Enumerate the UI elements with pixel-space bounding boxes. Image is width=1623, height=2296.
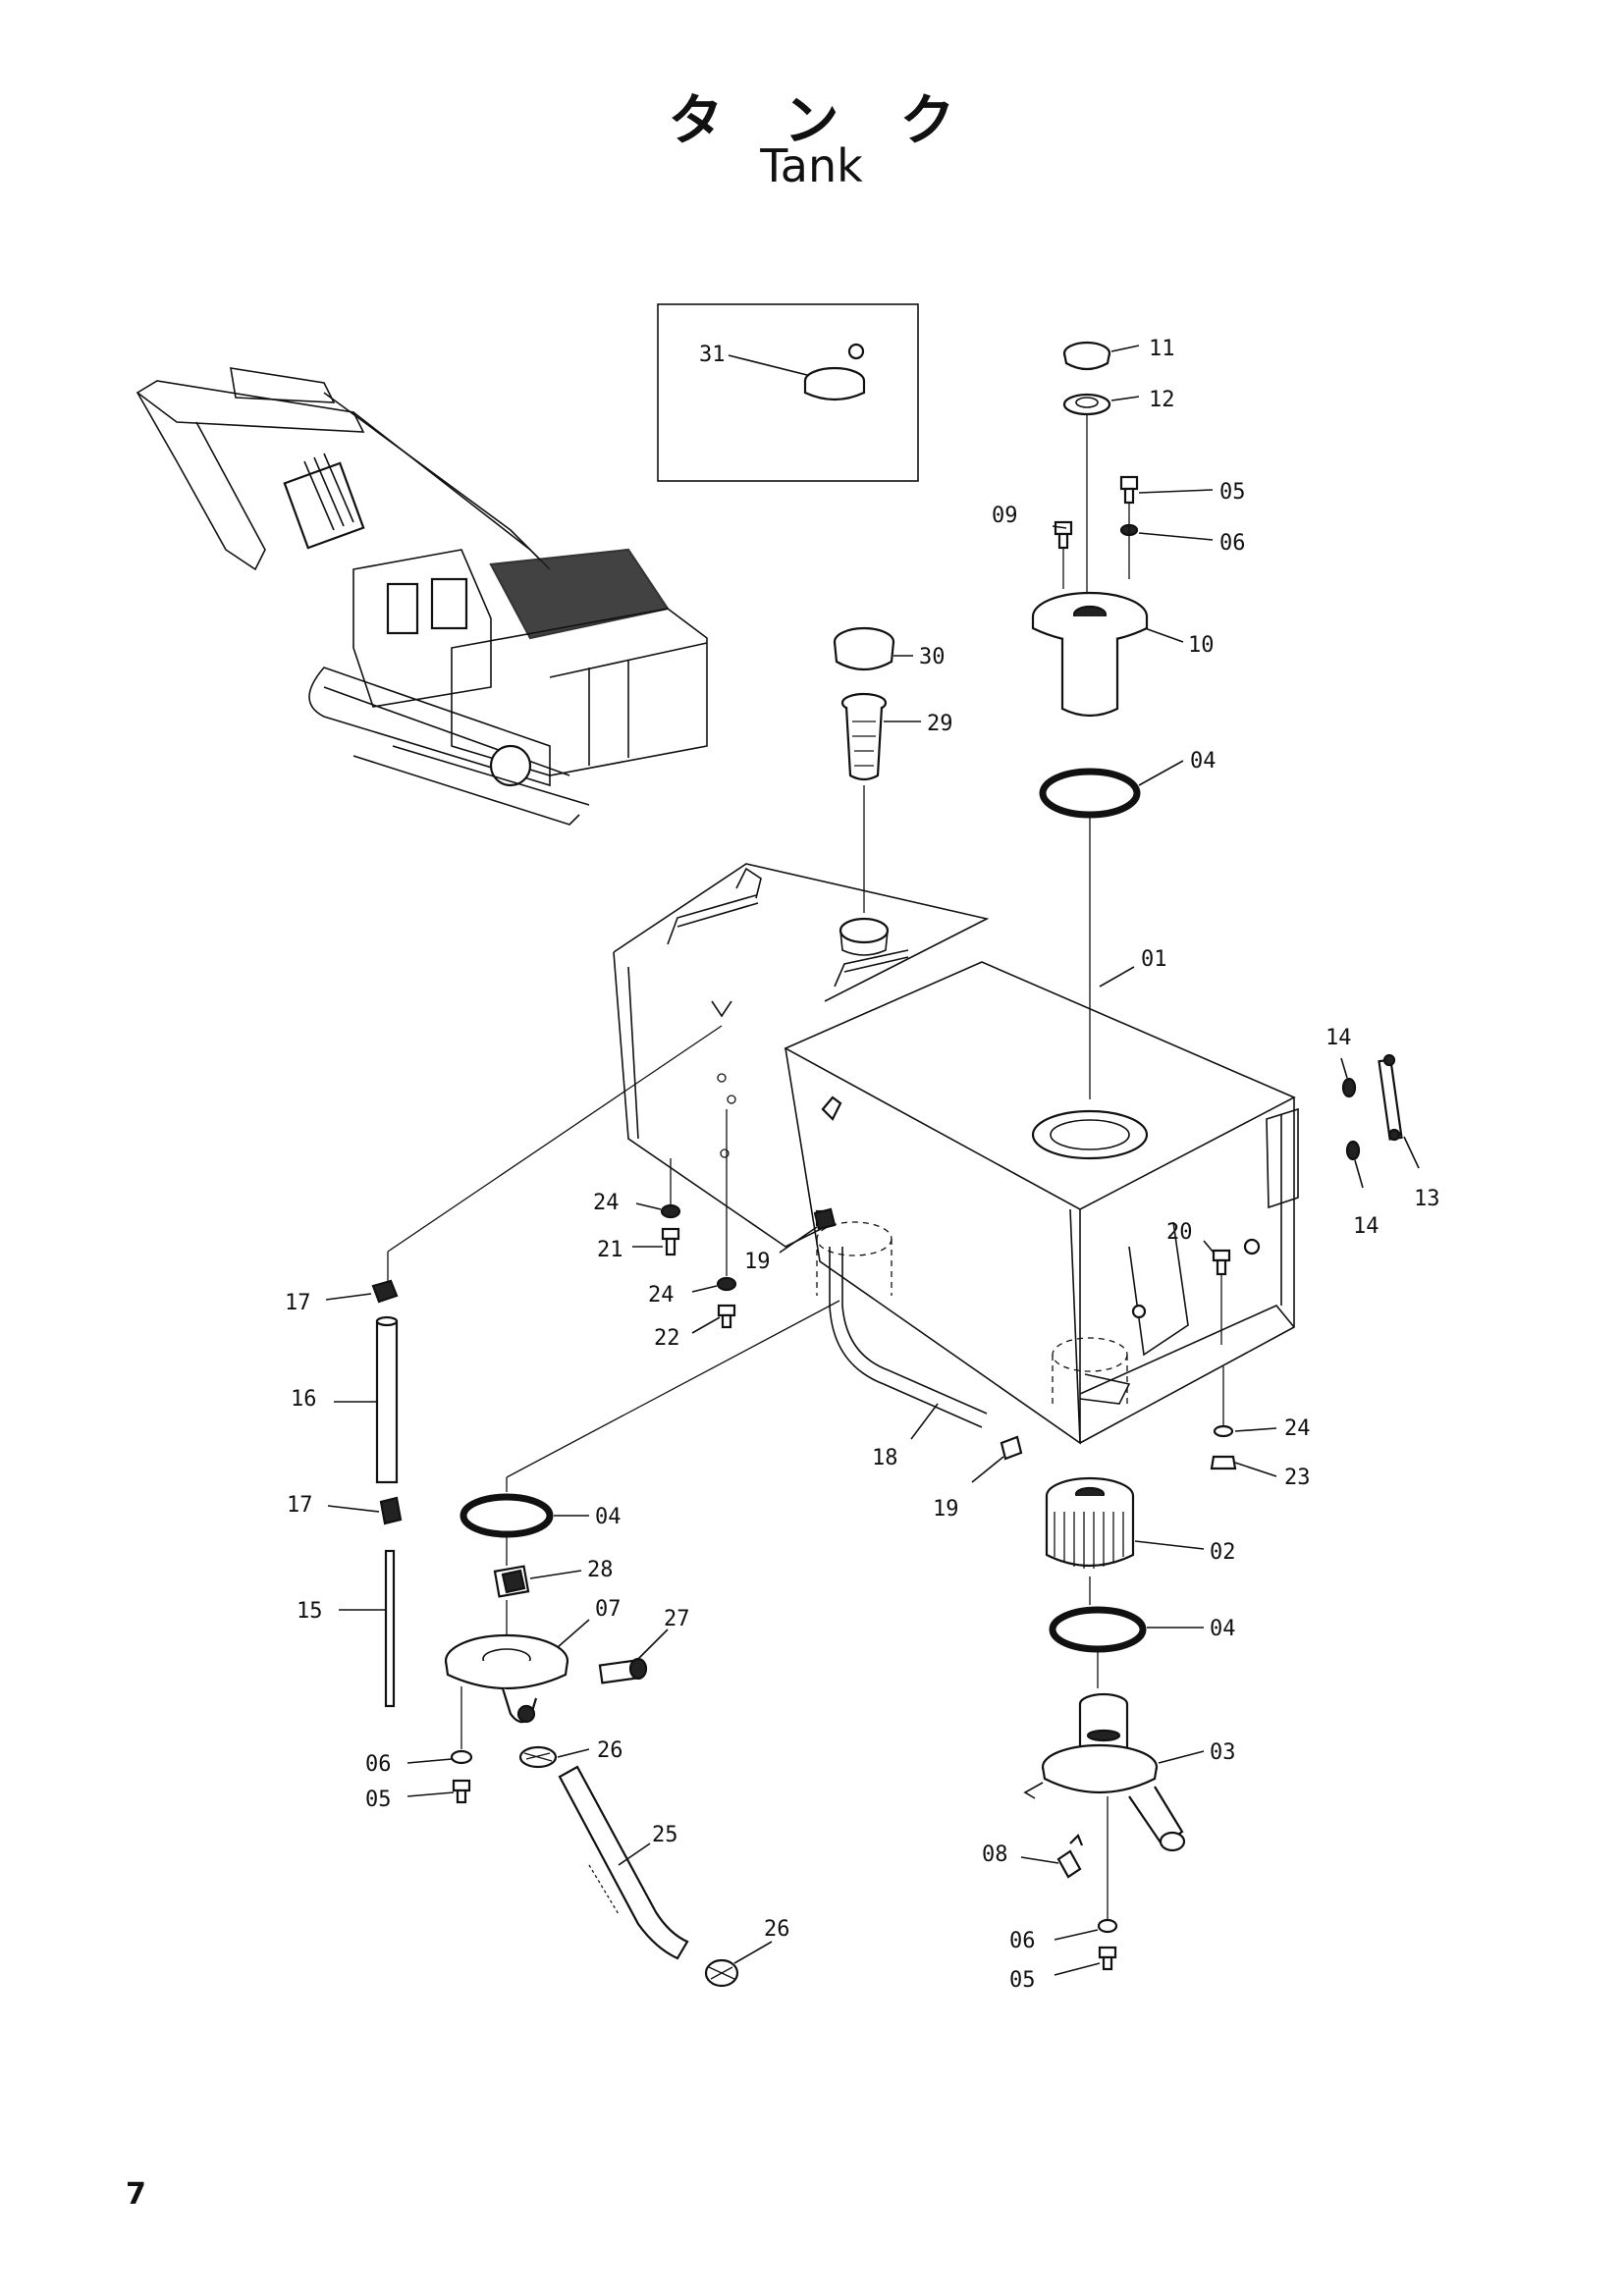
- callout-30: 30: [919, 645, 946, 669]
- rod-15: [384, 1549, 396, 1708]
- plug-27: [598, 1657, 648, 1684]
- callout-24-b: 24: [648, 1283, 675, 1308]
- page-title-english: Tank: [760, 139, 863, 192]
- callout-06-left: 06: [365, 1752, 392, 1777]
- bolt-21: [661, 1227, 680, 1256]
- callout-26-a: 26: [597, 1738, 623, 1763]
- callout-14-a: 14: [1325, 1026, 1352, 1050]
- flange-tube-10: [1031, 591, 1149, 718]
- callout-20: 20: [1166, 1220, 1193, 1245]
- callout-14-b: 14: [1353, 1214, 1380, 1239]
- o-ring-04-right: [1049, 1606, 1147, 1653]
- callout-02: 02: [1210, 1540, 1236, 1565]
- bolt-20: [1212, 1249, 1231, 1276]
- clamp-26-b: [704, 1958, 739, 1988]
- callout-05-right: 05: [1009, 1968, 1036, 1993]
- callout-05-left: 05: [365, 1788, 392, 1812]
- washer-24-c: [1213, 1424, 1234, 1438]
- page-title-japanese: タンク: [668, 89, 1016, 153]
- suction-cover-03: [1023, 1692, 1186, 1852]
- drain-cock-08: [1056, 1834, 1084, 1879]
- callout-24-c: 24: [1284, 1416, 1311, 1441]
- callout-01: 01: [1141, 947, 1167, 972]
- callout-28: 28: [587, 1558, 614, 1582]
- callout-16: 16: [291, 1387, 317, 1412]
- o-ring-04-left: [460, 1493, 554, 1538]
- bolt-09: [1054, 520, 1073, 550]
- bolt-05-top: [1119, 475, 1139, 505]
- callout-24-a: 24: [593, 1191, 620, 1215]
- fitting-19-a: [813, 1207, 837, 1231]
- washer-24-a: [660, 1203, 681, 1219]
- callout-31: 31: [699, 343, 726, 367]
- callout-12: 12: [1149, 388, 1175, 412]
- callout-13: 13: [1414, 1187, 1440, 1211]
- callout-17-b: 17: [287, 1493, 313, 1518]
- callout-21: 21: [597, 1238, 623, 1262]
- callout-05-top: 05: [1219, 480, 1246, 505]
- callout-22: 22: [654, 1326, 680, 1351]
- tank-body-01: [613, 863, 1299, 1445]
- fitting-17-a: [371, 1279, 399, 1304]
- washer-14-b: [1345, 1140, 1361, 1161]
- callout-29: 29: [927, 712, 953, 736]
- magnet-28: [493, 1565, 530, 1598]
- page-number: 7: [126, 2177, 146, 2212]
- washer-24-b: [716, 1276, 737, 1292]
- callout-10: 10: [1188, 633, 1215, 658]
- o-ring-04-top: [1039, 768, 1141, 819]
- nut-23: [1210, 1455, 1237, 1470]
- filler-cap-31: [803, 343, 866, 401]
- bolt-05-right: [1098, 1946, 1117, 1971]
- callout-04-left: 04: [595, 1505, 622, 1529]
- callout-06-right: 06: [1009, 1929, 1036, 1953]
- callout-07: 07: [595, 1597, 622, 1622]
- cap-11: [1062, 341, 1111, 371]
- bolt-22: [717, 1304, 736, 1329]
- callout-19-b: 19: [933, 1497, 959, 1522]
- callout-15: 15: [297, 1599, 323, 1624]
- callout-04-top: 04: [1190, 749, 1217, 774]
- strainer-29: [840, 692, 888, 781]
- inset-box: [657, 303, 919, 482]
- callout-06-top: 06: [1219, 531, 1246, 556]
- callout-09: 09: [992, 504, 1018, 528]
- callout-26-b: 26: [764, 1917, 790, 1942]
- callout-08: 08: [982, 1842, 1008, 1867]
- filter-element-02: [1045, 1476, 1135, 1569]
- washer-14-a: [1341, 1077, 1357, 1098]
- callout-04-right: 04: [1210, 1617, 1236, 1641]
- callout-03: 03: [1210, 1740, 1236, 1765]
- callout-23: 23: [1284, 1466, 1311, 1490]
- level-gauge-13: [1378, 1053, 1403, 1142]
- fitting-19-b: [1000, 1435, 1023, 1461]
- callout-11: 11: [1149, 337, 1175, 361]
- pipe-18: [829, 1247, 988, 1428]
- washer-06-left: [450, 1749, 473, 1765]
- tube-16: [375, 1315, 399, 1484]
- excavator-illustration: [135, 367, 708, 826]
- suction-flange-07: [444, 1633, 569, 1724]
- callout-25: 25: [652, 1823, 678, 1847]
- callout-19-a: 19: [744, 1250, 771, 1274]
- clamp-26-a: [518, 1745, 558, 1769]
- bolt-05-left: [452, 1779, 471, 1804]
- callout-18: 18: [872, 1446, 898, 1470]
- fitting-17-b: [379, 1496, 403, 1525]
- washer-12: [1062, 393, 1111, 416]
- washer-06-right: [1097, 1918, 1118, 1934]
- callout-27: 27: [664, 1607, 690, 1631]
- callout-17-a: 17: [285, 1291, 311, 1315]
- filler-cap-30: [833, 626, 895, 671]
